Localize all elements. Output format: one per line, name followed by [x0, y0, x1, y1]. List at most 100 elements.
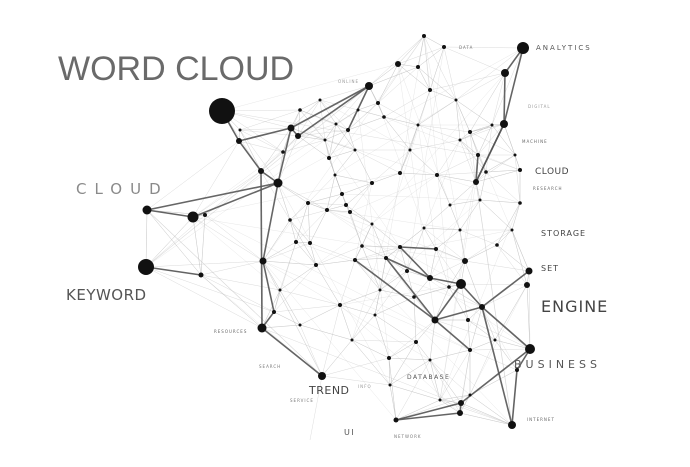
- network-node: [501, 69, 509, 77]
- network-node: [422, 34, 426, 38]
- network-node: [525, 267, 533, 275]
- nodes: [138, 34, 535, 429]
- network-edge: [477, 154, 487, 173]
- network-edge: [192, 140, 240, 218]
- network-edge: [145, 216, 194, 268]
- network-edge: [481, 270, 530, 308]
- network-edge: [326, 209, 351, 213]
- network-node: [442, 45, 446, 49]
- network-node: [438, 398, 442, 402]
- network-edge: [277, 182, 309, 204]
- network-edge: [349, 211, 373, 225]
- network-edge: [477, 123, 505, 156]
- network-edge: [324, 139, 356, 151]
- network-edge: [409, 124, 419, 151]
- network-edge: [464, 260, 530, 272]
- network-edge: [221, 109, 301, 112]
- label-search: SEARCH: [259, 364, 282, 369]
- network-edge: [277, 135, 299, 184]
- network-node: [524, 282, 530, 288]
- network-edge: [464, 229, 513, 262]
- network-node: [427, 275, 433, 281]
- network-node: [457, 410, 463, 416]
- network-edge: [388, 357, 391, 386]
- network-edge: [429, 359, 471, 396]
- network-edge: [389, 341, 417, 386]
- page-title: WORD CLOUD: [58, 50, 295, 88]
- network-edge: [309, 242, 317, 266]
- network-edge: [423, 227, 437, 250]
- network-node: [348, 210, 352, 214]
- network-node: [308, 241, 312, 245]
- network-edge: [289, 219, 297, 243]
- network-edge: [200, 274, 281, 291]
- network-edge: [377, 66, 419, 104]
- network-edge: [290, 99, 321, 129]
- network-edge: [279, 241, 297, 291]
- network-edge: [146, 209, 323, 377]
- network-node: [462, 258, 468, 264]
- network-edge: [469, 131, 516, 156]
- network-node: [323, 138, 327, 142]
- network-edge: [335, 109, 359, 125]
- network-node: [287, 124, 295, 132]
- network-edge: [146, 209, 202, 276]
- network-edge: [417, 35, 425, 68]
- network-edge: [261, 327, 323, 377]
- network-edge: [435, 248, 462, 285]
- network-edge: [409, 139, 461, 151]
- network-edge: [277, 182, 291, 221]
- network-edge: [464, 244, 498, 262]
- network-edge: [335, 123, 356, 151]
- network-edge: [354, 259, 436, 321]
- network-edge: [379, 289, 415, 298]
- network-edge: [354, 182, 373, 261]
- network-edge: [460, 283, 528, 286]
- network-edge: [297, 85, 370, 137]
- network-node: [468, 393, 472, 397]
- network-edge: [491, 124, 516, 156]
- network-edge: [319, 99, 359, 111]
- network-node: [434, 247, 438, 251]
- network-edge: [339, 304, 376, 316]
- network-edge: [371, 223, 401, 248]
- network-node: [288, 218, 292, 222]
- network-edge: [511, 229, 528, 286]
- network-edge: [423, 35, 431, 91]
- label-internet: INTERNET: [527, 417, 555, 422]
- network-edge: [192, 216, 202, 276]
- network-edge: [429, 359, 462, 404]
- network-edge: [361, 245, 387, 259]
- network-edge: [379, 257, 387, 291]
- network-edge: [262, 260, 397, 421]
- network-node: [382, 115, 386, 119]
- label-analytics: ANALYTICS: [536, 44, 592, 52]
- network-edge: [324, 129, 349, 141]
- network-node: [398, 245, 402, 249]
- network-edge: [436, 174, 477, 183]
- network-edge: [277, 182, 328, 211]
- network-node: [468, 348, 472, 352]
- network-node: [356, 108, 360, 112]
- network-edge: [491, 72, 506, 126]
- network-edge: [315, 259, 356, 266]
- network-edge: [351, 314, 376, 341]
- network-edge: [449, 199, 481, 206]
- network-edge: [315, 174, 438, 266]
- network-edge: [460, 283, 469, 321]
- network-edge: [455, 47, 524, 101]
- network-edge: [469, 131, 477, 183]
- network-node: [447, 285, 451, 289]
- network-edge: [448, 286, 469, 321]
- network-edge: [417, 124, 461, 141]
- network-node: [209, 98, 235, 124]
- network-edge: [455, 99, 477, 183]
- network-node: [350, 338, 354, 342]
- network-node: [435, 173, 439, 177]
- network-edge: [371, 72, 506, 225]
- network-node: [281, 150, 285, 154]
- network-edge: [467, 319, 471, 351]
- network-edge: [351, 339, 390, 359]
- network-edge: [413, 277, 431, 298]
- network-edge: [511, 369, 518, 426]
